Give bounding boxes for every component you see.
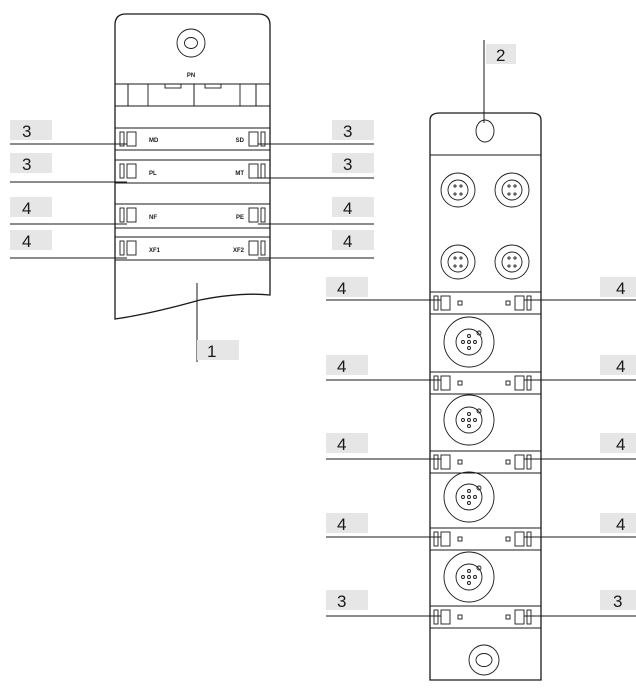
m12-port [443, 394, 495, 446]
svg-text:3: 3 [343, 155, 352, 174]
callout: 3 [524, 590, 636, 617]
svg-text:4: 4 [343, 232, 352, 251]
led-label-xf2: XF2 [233, 248, 245, 254]
callout: 4 [524, 513, 636, 538]
callout: 4 [326, 355, 441, 381]
led-label-md: MD [149, 138, 159, 144]
right-led-strip [430, 527, 541, 551]
m8-port [494, 244, 530, 280]
svg-text:4: 4 [22, 232, 31, 251]
svg-text:4: 4 [337, 279, 346, 298]
svg-text:3: 3 [613, 592, 622, 611]
led-label-sd: SD [236, 138, 245, 144]
left-mounting-hole [176, 28, 206, 58]
callout: 4 [524, 277, 636, 301]
m8-port [494, 172, 530, 208]
left-led-row: MD SD [115, 127, 270, 151]
svg-text:4: 4 [22, 199, 31, 218]
callout: 4 [326, 513, 441, 538]
svg-text:2: 2 [496, 46, 505, 65]
led-label-nf: NF [149, 215, 157, 221]
callout: 4 [326, 433, 441, 460]
pn-label: PN [187, 73, 195, 79]
led-label-xf1: XF1 [149, 248, 161, 254]
left-led-row: NF PE [115, 203, 270, 229]
callout: 3 [258, 120, 374, 145]
m12-port [443, 551, 495, 603]
callout: 4 [258, 197, 374, 225]
callout: 3 [258, 153, 374, 179]
m12-port [443, 316, 495, 368]
led-label-pe: PE [236, 215, 244, 221]
callout: 4 [524, 433, 636, 460]
svg-text:4: 4 [616, 435, 625, 454]
left-device-body [114, 13, 271, 320]
callout: 4 [10, 197, 127, 225]
callout: 4 [524, 355, 636, 381]
right-led-strip [430, 605, 541, 629]
led-label-pl: PL [149, 171, 157, 177]
right-led-strip [430, 450, 541, 474]
svg-text:4: 4 [337, 515, 346, 534]
callout: 4 [326, 277, 441, 301]
svg-text:4: 4 [337, 435, 346, 454]
svg-text:3: 3 [343, 122, 352, 141]
svg-text:4: 4 [616, 279, 625, 298]
right-bottom-mounting-hole [468, 644, 500, 676]
led-label-mt: MT [235, 171, 244, 177]
right-top-mounting-hole [475, 119, 495, 143]
callout: 4 [258, 230, 374, 259]
pn-connector-strip [115, 83, 270, 107]
callout: 3 [10, 120, 127, 145]
svg-text:3: 3 [337, 592, 346, 611]
svg-text:4: 4 [616, 515, 625, 534]
callout: 3 [326, 590, 441, 617]
svg-text:4: 4 [343, 199, 352, 218]
m8-port [440, 244, 476, 280]
right-device: 2 4 4 4 4 4 4 [326, 40, 636, 681]
left-device: PN MD SD PL MT [10, 13, 374, 362]
right-device-body [429, 112, 542, 681]
callout: 4 [10, 230, 127, 259]
svg-text:4: 4 [616, 357, 625, 376]
svg-text:4: 4 [337, 357, 346, 376]
svg-text:3: 3 [22, 155, 31, 174]
right-led-strip [430, 371, 541, 395]
left-led-row: XF1 XF2 [115, 236, 270, 261]
callout: 3 [10, 153, 127, 183]
callout: 2 [483, 40, 516, 123]
m12-port [443, 471, 495, 523]
right-led-strip [430, 291, 541, 315]
svg-text:1: 1 [207, 342, 216, 361]
left-led-row: PL MT [115, 159, 270, 184]
svg-text:3: 3 [22, 122, 31, 141]
m8-port [440, 172, 476, 208]
callout: 1 [196, 283, 239, 362]
